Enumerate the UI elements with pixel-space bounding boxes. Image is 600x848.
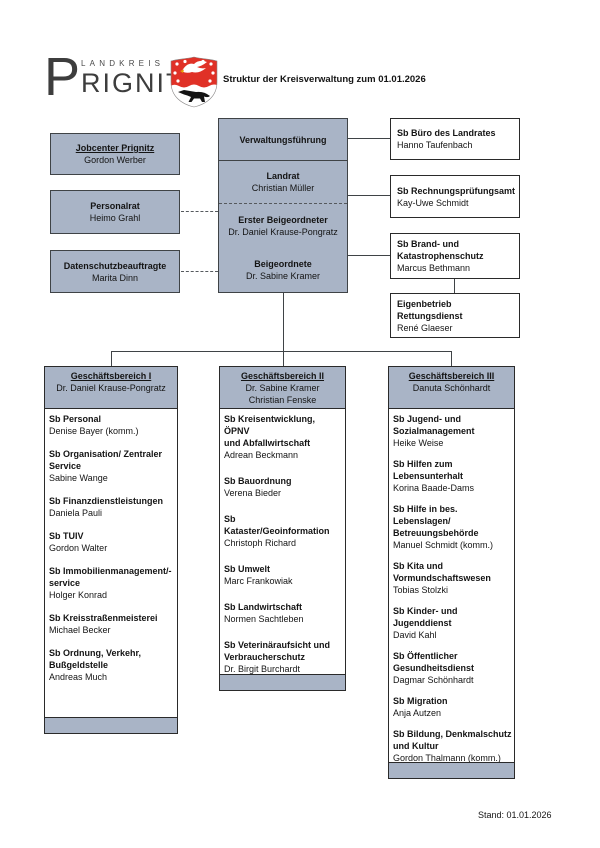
org-unit: Sb Finanzdienstleistungen Daniela Pauli bbox=[49, 496, 164, 518]
box-title: Personalrat bbox=[90, 201, 140, 211]
box-datenschutzbeauftragte: Datenschutzbeauftragte Marita Dinn bbox=[50, 250, 180, 293]
section-person: Dr. Sabine Kramer bbox=[245, 270, 321, 281]
connector-rettungsdienst bbox=[454, 279, 455, 293]
box-person: Heimo Grahl bbox=[89, 213, 141, 223]
box-title: Eigenbetrieb Rettungsdienst bbox=[397, 298, 463, 321]
org-unit: Sb Hilfe in bes. Lebenslagen/ Betreuungs… bbox=[393, 504, 494, 550]
department-items: Sb Jugend- und Sozialmanagement Heike We… bbox=[389, 409, 514, 762]
department-title: Geschäftsbereich II bbox=[240, 371, 325, 381]
department-title: Geschäftsbereich III bbox=[408, 371, 495, 381]
section-person: Dr. Daniel Krause-Pongratz bbox=[228, 226, 338, 237]
department-title: Geschäftsbereich I bbox=[70, 371, 152, 381]
connector-rechnungspruefungsamt bbox=[348, 195, 390, 196]
org-unit: Sb Kreisstraßenmeisterei Michael Becker bbox=[49, 613, 158, 635]
department-geschaeftsbereich-2: Geschäftsbereich II Dr. Sabine Kramer Ch… bbox=[219, 366, 346, 691]
box-person: Marita Dinn bbox=[91, 272, 138, 283]
department-header: Geschäftsbereich I Dr. Daniel Krause-Pon… bbox=[45, 367, 177, 409]
department-head-1: Dr. Daniel Krause-Pongratz bbox=[56, 383, 166, 393]
org-unit: Sb Kataster/Geoinformation Christoph Ric… bbox=[224, 514, 330, 548]
section-erster-beigeordneter: Erster Beigeordneter Dr. Daniel Krause-P… bbox=[219, 204, 347, 247]
box-person: Gordon Werber bbox=[84, 155, 146, 165]
department-header: Geschäftsbereich III Danuta Schönhardt bbox=[389, 367, 514, 409]
connector-buero bbox=[348, 138, 390, 139]
box-brand-katastrophenschutz: Sb Brand- und Katastrophenschutz Marcus … bbox=[390, 233, 520, 279]
connector-brandschutz bbox=[348, 255, 390, 256]
logo-landkreis-text: LANDKREIS bbox=[81, 59, 165, 68]
section-title: Verwaltungsführung bbox=[239, 134, 327, 145]
department-items: Sb Kreisentwicklung, ÖPNV und Abfallwirt… bbox=[220, 409, 345, 674]
connector-horizontal-bar bbox=[111, 351, 452, 352]
connector-datenschutz bbox=[181, 271, 218, 272]
org-unit: Sb Kreisentwicklung, ÖPNV und Abfallwirt… bbox=[224, 414, 316, 460]
section-person: Christian Müller bbox=[251, 183, 315, 193]
box-jobcenter: Jobcenter Prignitz Gordon Werber bbox=[50, 133, 180, 175]
box-title: Jobcenter Prignitz bbox=[75, 143, 155, 153]
section-title: Beigeordnete bbox=[254, 258, 312, 269]
department-items: Sb Personal Denise Bayer (komm.) Sb Orga… bbox=[45, 409, 177, 717]
box-personalrat: Personalrat Heimo Grahl bbox=[50, 190, 180, 234]
department-geschaeftsbereich-3: Geschäftsbereich III Danuta Schönhardt S… bbox=[388, 366, 515, 779]
org-unit: Sb Öffentlicher Gesundheitsdienst Dagmar… bbox=[393, 651, 475, 685]
org-unit: Sb Kinder- und Jugenddienst David Kahl bbox=[393, 606, 458, 640]
section-landrat: Landrat Christian Müller bbox=[219, 161, 347, 204]
connector-personalrat bbox=[181, 211, 218, 212]
box-eigenbetrieb-rettungsdienst: Eigenbetrieb Rettungsdienst René Glaeser bbox=[390, 293, 520, 338]
org-unit: Sb Landwirtschaft Normen Sachtleben bbox=[224, 602, 304, 624]
department-header: Geschäftsbereich II Dr. Sabine Kramer Ch… bbox=[220, 367, 345, 409]
org-unit: Sb Hilfen zum Lebensunterhalt Korina Baa… bbox=[393, 459, 475, 493]
connector-drop-gb3 bbox=[451, 351, 452, 366]
box-title: Sb Büro des Landrates bbox=[397, 128, 496, 138]
box-buero-des-landrates: Sb Büro des Landrates Hanno Taufenbach bbox=[390, 118, 520, 160]
org-unit: Sb Organisation/ Zentraler Service Sabin… bbox=[49, 449, 163, 483]
box-person: Marcus Bethmann bbox=[397, 263, 471, 273]
box-person: René Glaeser bbox=[397, 322, 453, 333]
section-title: Erster Beigeordneter bbox=[238, 214, 328, 225]
box-person: Hanno Taufenbach bbox=[397, 140, 473, 150]
box-verwaltungsfuehrung: Verwaltungsführung Landrat Christian Mül… bbox=[218, 118, 348, 293]
box-person: Kay-Uwe Schmidt bbox=[397, 197, 469, 208]
logo-letter-p: P bbox=[44, 47, 81, 107]
org-unit: Sb Bildung, Denkmalschutz und Kultur Gor… bbox=[393, 729, 512, 762]
department-head-1: Danuta Schönhardt bbox=[412, 383, 491, 393]
department-geschaeftsbereich-1: Geschäftsbereich I Dr. Daniel Krause-Pon… bbox=[44, 366, 178, 734]
org-unit: Sb Jugend- und Sozialmanagement Heike We… bbox=[393, 414, 475, 448]
box-title: Sb Brand- und Katastrophenschutz bbox=[397, 239, 484, 261]
org-unit: Sb Immobilienmanagement/- service Holger… bbox=[49, 566, 172, 600]
org-unit: Sb Personal Denise Bayer (komm.) bbox=[49, 414, 139, 436]
connector-center-drop bbox=[283, 293, 284, 366]
org-unit: Sb Umwelt Marc Frankowiak bbox=[224, 564, 293, 586]
box-title: Datenschutzbeauftragte bbox=[63, 260, 167, 271]
department-footer-band bbox=[220, 674, 345, 690]
section-title: Landrat bbox=[266, 171, 300, 181]
box-title: Sb Rechnungsprüfungsamt bbox=[397, 185, 516, 196]
connector-drop-gb1 bbox=[111, 351, 112, 366]
department-footer-band bbox=[45, 717, 177, 733]
department-footer-band bbox=[389, 762, 514, 778]
coat-of-arms-icon bbox=[170, 56, 218, 108]
org-unit: Sb Veterinäraufsicht und Verbraucherschu… bbox=[224, 640, 331, 674]
stand-date-note: Stand: 01.01.2026 bbox=[478, 810, 552, 820]
document-title: Struktur der Kreisverwaltung zum 01.01.2… bbox=[223, 74, 426, 85]
org-unit: Sb Ordnung, Verkehr, Bußgeldstelle Andre… bbox=[49, 648, 142, 682]
org-unit: Sb Bauordnung Verena Bieder bbox=[224, 476, 292, 498]
org-unit: Sb Migration Anja Autzen bbox=[393, 696, 448, 718]
department-head-2: Christian Fenske bbox=[248, 395, 317, 405]
section-verwaltungsfuehrung: Verwaltungsführung bbox=[219, 119, 347, 161]
section-beigeordnete: Beigeordnete Dr. Sabine Kramer bbox=[219, 247, 347, 292]
department-head-1: Dr. Sabine Kramer bbox=[245, 383, 320, 393]
box-rechnungspruefungsamt: Sb Rechnungsprüfungsamt Kay-Uwe Schmidt bbox=[390, 175, 520, 218]
org-unit: Sb Kita und Vormundschaftswesen Tobias S… bbox=[393, 561, 491, 595]
org-unit: Sb TUIV Gordon Walter bbox=[49, 531, 108, 553]
